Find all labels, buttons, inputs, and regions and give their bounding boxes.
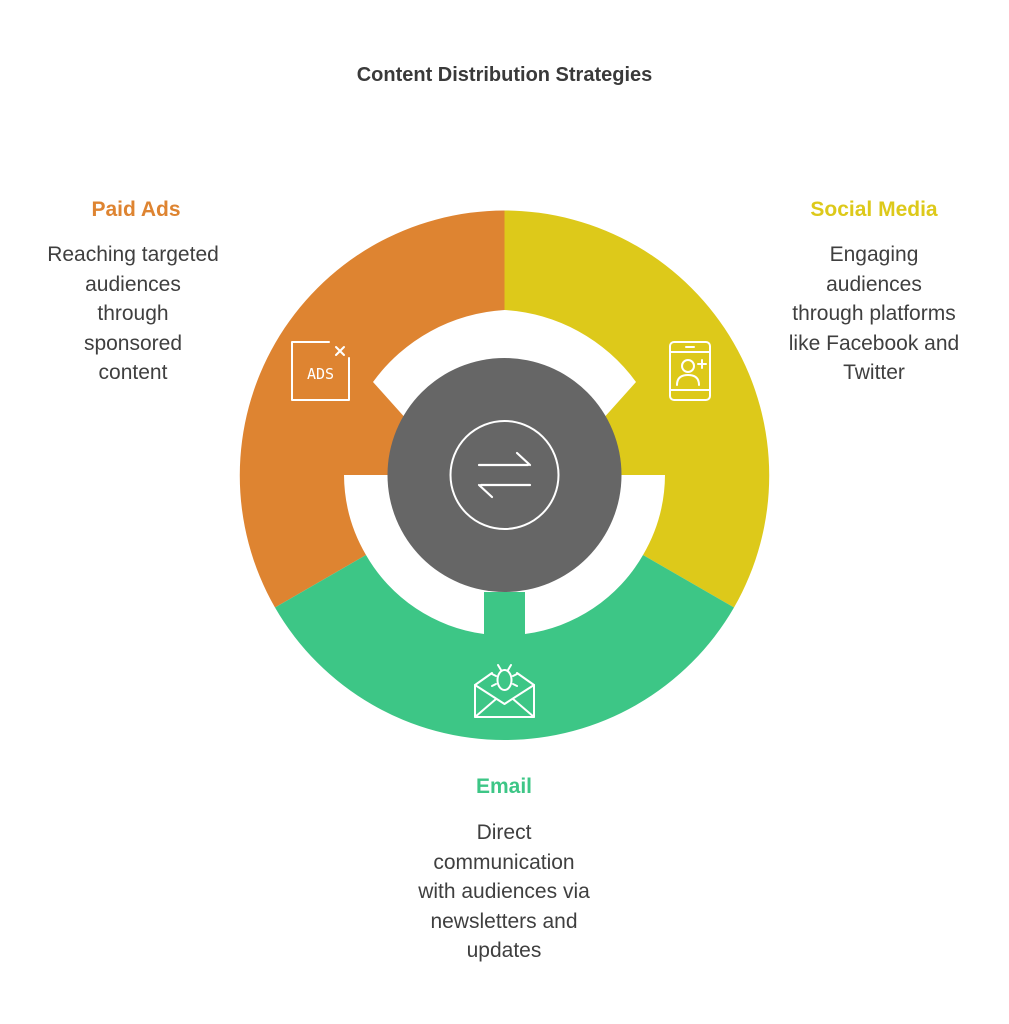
social-media-description-line: like Facebook and	[788, 331, 960, 355]
social-media-description-line: Engaging	[829, 243, 919, 266]
email-description-line: newsletters and	[430, 909, 578, 933]
paid-ads-description-line: sponsored	[83, 331, 183, 355]
social-media-description-line: Twitter	[843, 361, 905, 384]
hub-ring	[449, 420, 560, 530]
paid-ads-description-line: through	[97, 302, 169, 325]
phone-add-user-icon	[669, 341, 711, 401]
paid-ads-description-line: audiences	[85, 272, 181, 296]
email-heading: Email	[475, 775, 533, 798]
email-description-line: communication	[433, 850, 575, 874]
email-segment	[275, 555, 734, 741]
email-description: Direct communication with audiences via …	[394, 818, 614, 966]
swap-arrows-icon	[477, 451, 532, 499]
social-media-heading: Social Media	[810, 198, 938, 221]
social-media-description-line: through platforms	[792, 302, 956, 325]
paid-ads-description: Reaching targeted audiences through spon…	[28, 240, 238, 388]
envelope-bug-icon	[474, 664, 535, 718]
diagram-title: Content Distribution Strategies	[356, 64, 653, 86]
email-description-line: with audiences via	[418, 880, 590, 903]
email-description-line: updates	[466, 939, 542, 962]
social-media-description-line: audiences	[826, 272, 922, 296]
email-description-line: Direct	[476, 821, 532, 844]
ads-icon: ADS	[291, 341, 350, 401]
center-hub	[387, 358, 622, 592]
ads-icon-label: ADS	[307, 365, 334, 383]
social-media-segment	[504, 210, 770, 608]
paid-ads-segment	[239, 210, 505, 608]
social-media-description: Engaging audiences through platforms lik…	[760, 240, 988, 388]
paid-ads-heading: Paid Ads	[91, 198, 181, 221]
paid-ads-description-line: content	[98, 361, 168, 384]
paid-ads-description-line: Reaching targeted	[47, 243, 219, 266]
